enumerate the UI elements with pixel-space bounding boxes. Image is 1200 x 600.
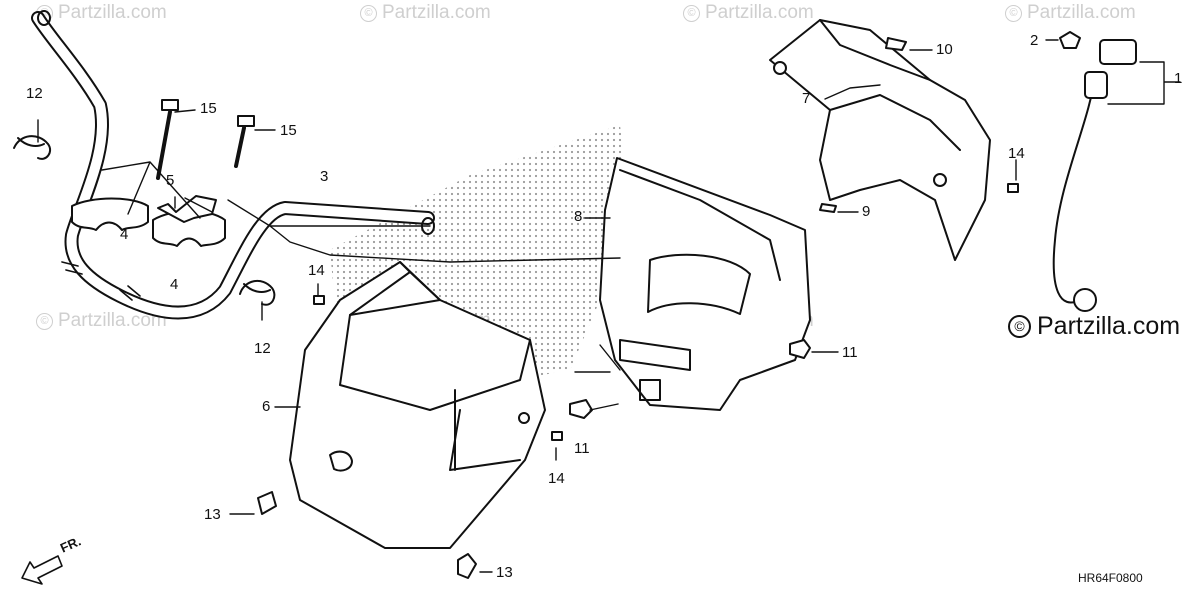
callout-14[interactable]: 14 bbox=[1008, 145, 1025, 162]
fastener bbox=[257, 31, 1081, 579]
band-clamp bbox=[239, 279, 276, 306]
callout-12[interactable]: 12 bbox=[254, 340, 271, 357]
callout-4[interactable]: 4 bbox=[120, 226, 129, 243]
bracket bbox=[157, 195, 217, 223]
callout-11[interactable]: 11 bbox=[574, 440, 590, 457]
callout-15[interactable]: 15 bbox=[280, 122, 297, 139]
callout-13[interactable]: 13 bbox=[496, 564, 513, 581]
callout-7[interactable]: 7 bbox=[802, 90, 811, 107]
band-clamp bbox=[13, 135, 52, 160]
front-arrow-icon bbox=[21, 555, 63, 585]
upper-cover bbox=[769, 19, 991, 261]
callout-14[interactable]: 14 bbox=[308, 262, 325, 279]
watermark: ©Partzilla.com bbox=[36, 310, 167, 332]
callout-13[interactable]: 13 bbox=[204, 506, 221, 523]
watermark: ©Partzilla.com bbox=[360, 2, 491, 24]
handlebar-holder bbox=[71, 197, 226, 247]
headlight-bracket bbox=[599, 157, 811, 411]
callout-4[interactable]: 4 bbox=[170, 276, 179, 293]
callout-6[interactable]: 6 bbox=[262, 398, 271, 415]
callout-1[interactable]: 1 bbox=[1174, 70, 1183, 87]
watermark: ©Partzilla.com bbox=[1005, 2, 1136, 24]
callout-11[interactable]: 11 bbox=[842, 344, 858, 361]
callout-10[interactable]: 10 bbox=[936, 41, 953, 58]
bolt bbox=[156, 99, 255, 180]
diagram-code: HR64F0800 bbox=[1078, 571, 1143, 585]
callout-8[interactable]: 8 bbox=[574, 208, 583, 225]
callout-15[interactable]: 15 bbox=[200, 100, 217, 117]
callout-3[interactable]: 3 bbox=[320, 168, 329, 185]
handlebar bbox=[31, 10, 435, 320]
callout-2[interactable]: 2 bbox=[1030, 32, 1039, 49]
leader-lines bbox=[37, 39, 1181, 573]
front-cover bbox=[289, 261, 546, 549]
partzilla-watermark: ©Partzilla.com bbox=[1008, 312, 1180, 341]
watermark: ©Partzilla.com bbox=[683, 2, 814, 24]
callout-5[interactable]: 5 bbox=[166, 172, 175, 189]
callout-9[interactable]: 9 bbox=[862, 203, 871, 220]
callout-14[interactable]: 14 bbox=[548, 470, 565, 487]
callout-12[interactable]: 12 bbox=[26, 85, 43, 102]
socket-harness bbox=[1052, 39, 1137, 312]
